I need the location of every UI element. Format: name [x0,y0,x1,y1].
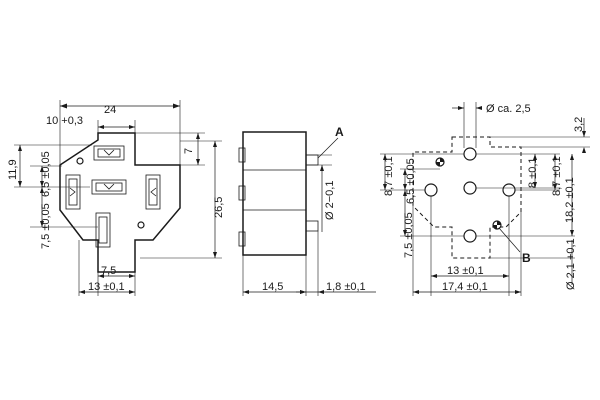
mounting-hole [76,157,84,165]
pcb-hole-top [463,147,477,161]
dim-width: 24 [104,104,116,116]
dim-right-c: 18,2 ±0,1 [564,177,576,223]
dim-left-upper: 11,9 [7,159,19,180]
pcb-hole-center [463,181,477,195]
dim-left-c: 7,5 ±0,05 [403,212,415,258]
pcb-hole-left [424,183,438,197]
top-view: 24 10 +0,3 7 26,5 11,9 6,5 ±0, [7,100,225,296]
pcb-view: Ø ca. 2,5 3,2 8,7 ±0,1 6,5 ±0,05 7,5 ±0,… [380,102,590,296]
terminal-left [65,174,81,210]
dim-hole-diameter: Ø ca. 2,5 [486,103,531,115]
dim-bottom-inner: 7,5 [101,265,116,277]
dim-offset: 10 +0,3 [46,115,83,127]
pcb-mount-hole-top [435,157,445,167]
terminal-right [145,174,161,210]
terminal-bottom [95,212,111,248]
terminal-top [93,145,125,161]
dim-left-lower: 7,5 ±0,05 [40,203,52,249]
dim-height-right: 7 [183,148,195,154]
dim-depth: 14,5 [262,281,283,293]
pcb-hole-right [502,183,516,197]
dim-left-mid: 6,5 ±0,05 [40,151,52,197]
pin-a [305,154,319,166]
relay-body-side [242,131,307,256]
mounting-hole [137,221,145,229]
dim-right-d: Ø 2,1 +0,1 [565,238,577,290]
pin-lower [305,220,319,232]
dim-total-height: 26,5 [213,197,225,218]
label-b: B [522,251,531,265]
label-a: A [335,125,344,139]
side-view: A Ø 2−0,1 14,5 1,8 ±0,1 [238,125,376,296]
dim-right-b: 8,7 ±0,1 [551,156,563,196]
dim-pin-length: 1,8 ±0,1 [326,281,366,293]
dim-bottom-outer: 13 ±0,1 [88,281,125,293]
dim-bottom-outer: 17,4 ±0,1 [442,281,488,293]
pcb-mount-hole-bottom [492,220,502,230]
dim-pin-diameter: Ø 2−0,1 [324,181,336,220]
dim-left-a: 8,7 ±0,1 [383,156,395,196]
dim-left-b: 6,5 ±0,05 [405,158,417,204]
pcb-hole-bottom [463,229,477,243]
dim-bottom-inner: 13 ±0,1 [447,265,484,277]
terminal-center [91,179,127,195]
dim-right-a: 8 ±0,1 [527,157,539,188]
dim-top-offset: 3,2 [573,117,585,132]
